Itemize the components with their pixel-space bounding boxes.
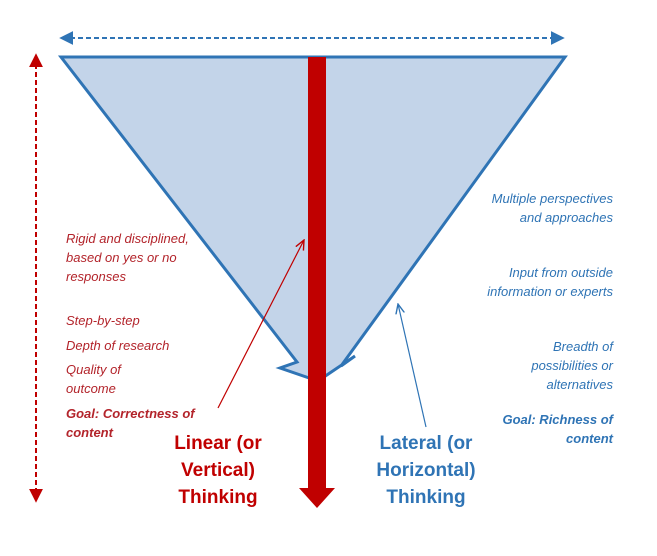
right-note-input: Input from outside information or expert… [487, 265, 613, 299]
left-note-quality: Quality of outcome [66, 362, 121, 396]
right-note-breadth: Breadth of possibilities or alternatives [531, 339, 613, 392]
linear-thinking-label: Linear (or Vertical) Thinking [174, 433, 262, 508]
linear-thinking-arrowhead [299, 488, 335, 508]
left-goal: Goal: Correctness of content [66, 406, 195, 440]
right-note-multiple: Multiple perspectives and approaches [491, 191, 613, 225]
linear-pointer-arrow [217, 240, 304, 409]
lateral-pointer-arrow [398, 304, 427, 428]
right-goal: Goal: Richness of content [502, 412, 613, 446]
lateral-thinking-label: Lateral (or Horizontal) Thinking [376, 433, 476, 508]
linear-thinking-bar [308, 57, 326, 489]
left-note-step-by-step: Step-by-step [66, 313, 140, 328]
left-note-depth: Depth of research [66, 338, 170, 353]
left-note-rigid: Rigid and disciplined, based on yes or n… [66, 231, 189, 284]
